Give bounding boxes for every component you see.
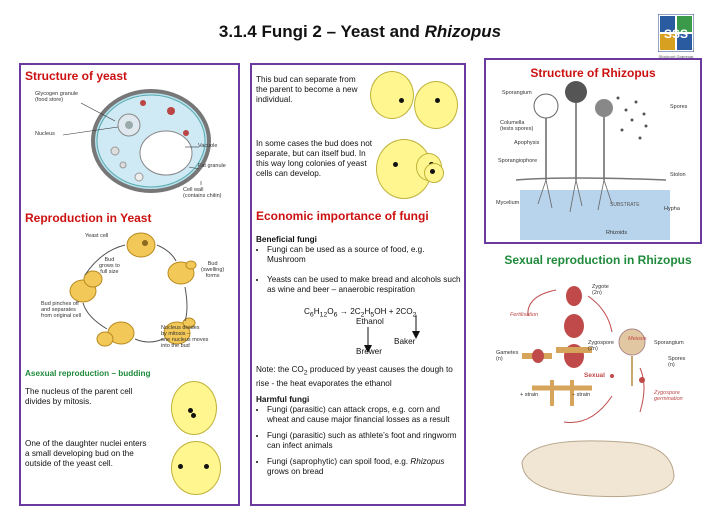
label-spores-sexual: Spores (n) (668, 356, 686, 368)
nucleus-a (188, 408, 193, 413)
bud-separate-text: This bud can separate from the parent to… (256, 75, 358, 104)
label-fat-granule: Fat granule (198, 163, 226, 169)
brewer-label: Brewer (356, 347, 382, 356)
bud-colony-text: In some cases the bud does not separate,… (256, 139, 373, 178)
label-sexual: Sexual (584, 372, 605, 379)
label-vacuole: Vacuole (198, 143, 218, 149)
left-panel: Structure of yeast Glycogen granule (foo… (19, 63, 240, 506)
substrate-text: SUBSTRATE (610, 202, 640, 208)
page-title: 3.1.4 Fungi 2 – Yeast and Rhizopus (218, 22, 502, 41)
label-zygote: Zygote (2n) (592, 284, 609, 296)
label-bud-forms: Bud (swelling) forms (201, 261, 225, 279)
label-meiosis: Meiosis (628, 336, 647, 342)
yeast-cell-budding (171, 441, 221, 495)
label-zygospore: Zygospore (2n) (588, 340, 614, 352)
beneficial-item: Fungi can be used as a source of food, e… (267, 245, 462, 265)
sexual-reproduction-diagram (521, 286, 675, 498)
yeast-structure-diagram (62, 89, 211, 193)
nucleus (435, 98, 440, 103)
nucleus-bud (204, 464, 209, 469)
harmful-item: Fungi (parasitic) such as athlete’s foot… (267, 431, 462, 451)
label-bud-pinches: Bud pinches off and separates from origi… (41, 301, 82, 319)
label-hypha: Hypha (664, 206, 680, 212)
co2-note: Note: the CO2 produced by yeast causes t… (256, 365, 453, 388)
rhizopus-heading: Structure of Rhizopus (530, 66, 656, 80)
reproduction-heading: Reproduction in Yeast (25, 211, 152, 225)
label-bud-grows: Bud grows to full size (99, 257, 120, 275)
budding-cycle-diagram (69, 232, 197, 347)
label-spores: Spores (670, 104, 688, 110)
budding-text-1: The nucleus of the parent cell divides b… (25, 387, 133, 406)
product-arrows (364, 315, 420, 353)
beneficial-list: Fungi can be used as a source of food, e… (256, 245, 462, 301)
budding-text-2: One of the daughter nuclei enters a smal… (25, 439, 147, 468)
label-plus-strain: + strain (520, 392, 539, 398)
label-gametes: Gametes (n) (496, 350, 519, 362)
label-cell-wall: Cell wall (contains chitin) (183, 187, 222, 199)
label-columella: Columella (tests spores) (500, 120, 534, 132)
label-stolon: Stolon (670, 172, 686, 178)
label-nucleus: Nucleus (35, 131, 55, 137)
school-logo: SSS Stockport Grammar School (657, 13, 695, 64)
harmful-list: Fungi (parasitic) can attack crops, e.g.… (256, 405, 462, 483)
yeast-cell-dividing (171, 381, 217, 435)
harmful-item: Fungi (saprophytic) can spoil food, e.g.… (267, 457, 462, 477)
rhizopus-structure-diagram: SUBSTRATE (515, 81, 670, 240)
label-germination: Zygospore germination (654, 390, 683, 402)
sexual-reproduction-heading: Sexual reproduction in Rhizopus (504, 253, 692, 267)
label-sporangium-sexual: Sporangium (654, 340, 684, 346)
nucleus-b (191, 413, 196, 418)
beneficial-item: Yeasts can be used to make bread and alc… (267, 275, 462, 295)
ethanol-label: Ethanol (356, 317, 384, 326)
harmful-heading: Harmful fungi (256, 395, 310, 404)
label-mycelium: Mycelium (496, 200, 520, 206)
beneficial-heading: Beneficial fungi (256, 235, 317, 244)
yeast-cell-right (414, 81, 458, 129)
middle-panel: This bud can separate from the parent to… (250, 63, 466, 506)
right-panel: Structure of Rhizopus SUBSTRATE Sporangi… (484, 58, 702, 244)
yeast-colony-bud-small (424, 163, 444, 183)
label-sporangium: Sporangium (502, 90, 532, 96)
harmful-item: Fungi (parasitic) can attack crops, e.g.… (267, 405, 462, 425)
econ-heading: Economic importance of fungi (256, 209, 429, 223)
nucleus (399, 98, 404, 103)
yeast-structure-heading: Structure of yeast (25, 69, 128, 83)
label-nucleus-divides: Nucleus divides by mitosis – one nucleus… (161, 325, 209, 349)
logo-letters: SSS (664, 27, 688, 41)
label-apophysis: Apophysis (514, 140, 540, 146)
baker-label: Baker (394, 337, 416, 346)
nucleus (393, 162, 398, 167)
nucleus-parent (178, 464, 183, 469)
label-glycogen: Glycogen granule (food store) (35, 91, 79, 103)
yeast-cell-left (370, 71, 414, 119)
label-minus-strain: – strain (572, 392, 591, 398)
nucleus (430, 169, 435, 174)
fermentation-equation: C6H12O6 → 2C2H5OH + 2CO2 (304, 307, 417, 319)
label-fertilisation: Fertilisation (510, 312, 539, 318)
label-rhizoids: Rhizoids (606, 230, 628, 236)
label-sporangiophore: Sporangiophore (498, 158, 538, 164)
asexual-subheading: Asexual reproduction – budding (25, 369, 151, 378)
label-yeast-cell: Yeast cell (85, 233, 109, 239)
